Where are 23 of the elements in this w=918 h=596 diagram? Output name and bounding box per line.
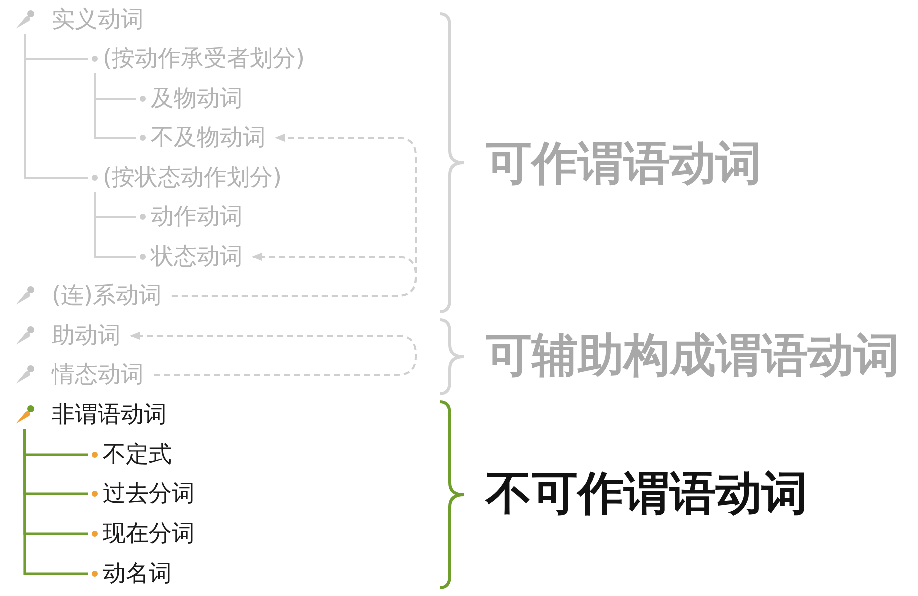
dashed-arrow xyxy=(172,253,417,297)
verb-label: 动名词 xyxy=(103,560,172,589)
verb-label: (连)系动词 xyxy=(52,282,162,311)
tree-line xyxy=(94,192,136,258)
dashed-arrow xyxy=(130,332,417,376)
verb-label: (按动作承受者划分) xyxy=(103,45,305,74)
verb-label: 过去分词 xyxy=(103,480,195,509)
verb-label: 现在分词 xyxy=(103,520,195,549)
tree-line xyxy=(24,34,88,179)
verb-label: 实义动词 xyxy=(52,6,144,35)
verb-label: 动作动词 xyxy=(151,203,243,232)
group-heading: 不可作谓语动词 xyxy=(486,465,808,521)
verb-label: 状态动词 xyxy=(151,243,243,272)
verb-label: 不及物动词 xyxy=(151,124,266,153)
group-heading: 可作谓语动词 xyxy=(486,135,762,191)
verb-label: (按状态动作划分) xyxy=(103,164,282,193)
verb-label: 情态动词 xyxy=(52,361,144,390)
verb-label: 不定式 xyxy=(103,441,172,470)
verb-label: 非谓语动词 xyxy=(52,401,167,430)
verb-label: 助动词 xyxy=(52,322,121,351)
verb-label: 及物动词 xyxy=(151,85,243,114)
tree-line xyxy=(24,429,88,576)
group-heading: 可辅助构成谓语动词 xyxy=(486,327,900,383)
